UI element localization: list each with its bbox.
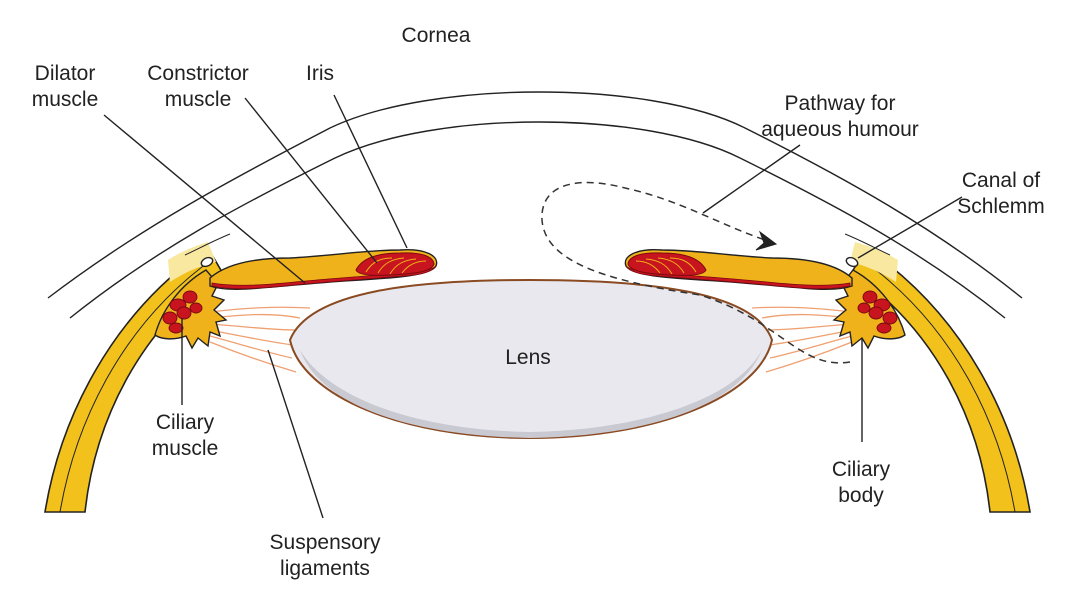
ciliary-muscle-bundle [876, 322, 892, 334]
ligament-fiber [209, 323, 297, 331]
ligament-fiber [209, 335, 293, 359]
constrictor-fiber [635, 260, 661, 274]
ligament-fiber [769, 335, 853, 359]
ciliary-muscle-bundle [168, 322, 184, 334]
dilator-muscle-left [211, 265, 437, 290]
label-canal-line1: Canal of [961, 169, 1041, 192]
leader-line-canal [857, 196, 963, 259]
label-ciliary-body-line2: body [838, 484, 884, 507]
label-ciliary-body: Ciliary body [806, 457, 916, 509]
label-ciliary-muscle-line1: Ciliary [155, 411, 215, 434]
ligament-fiber [765, 323, 853, 331]
ciliary-muscle-bundle [182, 290, 198, 304]
iris-left [209, 249, 438, 291]
ciliary-muscle-right [857, 290, 898, 334]
label-suspensory-ligaments: Suspensory ligaments [250, 530, 400, 582]
sclera-right [850, 242, 1031, 513]
sclera-left-band [59, 257, 215, 513]
ciliary-muscle-left [162, 290, 203, 334]
ciliary-muscle-bundle [857, 302, 871, 314]
ciliary-muscle-bundle [176, 306, 192, 320]
label-constrictor-line1: Constrictor [147, 62, 249, 85]
constrictor-fiber [401, 260, 427, 274]
ciliary-muscle-bundle [862, 290, 878, 304]
constrictor-fiber [389, 258, 417, 275]
ciliary-muscle-bundle [162, 311, 178, 325]
label-iris: Iris [295, 61, 345, 87]
leader-line-constrictor [244, 97, 378, 264]
label-lens-text: Lens [505, 346, 551, 369]
sclera-right-band [859, 257, 1016, 513]
ligament-fiber [751, 306, 853, 313]
ciliary-body-left [154, 269, 228, 350]
cornea-outer-line [47, 91, 1023, 299]
label-ciliary-muscle-line2: muscle [151, 437, 219, 460]
constrictor-muscle-right-fibers [635, 257, 697, 275]
ligament-fiber [765, 341, 853, 373]
ciliary-muscle-bundle [189, 302, 203, 314]
constrictor-fiber [657, 257, 685, 274]
ligament-fiber [209, 341, 297, 373]
label-dilator-muscle: Dilator muscle [10, 61, 120, 113]
canal-of-schlemm-left [200, 256, 214, 268]
constrictor-fiber [645, 258, 673, 275]
sclera-left-highlight [168, 242, 216, 282]
constrictor-muscle-left [355, 252, 435, 276]
dashed-arrow-icon [755, 230, 778, 251]
label-iris-text: Iris [306, 62, 334, 85]
label-dilator-line1: Dilator [34, 62, 96, 85]
label-pathway-line1: Pathway for [784, 92, 896, 115]
aqueous-humour-pathway [541, 181, 851, 364]
label-canal-of-schlemm: Canal of Schlemm [942, 168, 1060, 220]
ligament-fiber [209, 329, 294, 346]
leader-line-dilator [103, 114, 306, 284]
constrictor-muscle-right [627, 252, 707, 276]
label-suspensory-line1: Suspensory [269, 531, 381, 554]
leader-lines [103, 94, 963, 519]
label-ciliary-muscle: Ciliary muscle [130, 410, 240, 462]
label-cornea: Cornea [386, 23, 486, 49]
ligament-fiber [209, 306, 311, 313]
constrictor-muscle-left-fibers [365, 257, 427, 275]
label-constrictor-line2: muscle [164, 88, 232, 111]
lens [288, 278, 774, 440]
ciliary-muscle-bundle [882, 311, 898, 325]
dilator-muscle-right [625, 265, 851, 290]
label-ciliary-body-line1: Ciliary [831, 458, 891, 481]
label-cornea-text: Cornea [401, 24, 471, 47]
iris-right [624, 249, 853, 291]
ciliary-muscle-bundle [868, 306, 884, 320]
constrictor-fiber [365, 257, 393, 273]
label-constrictor-muscle: Constrictor muscle [128, 61, 268, 113]
constrictor-fiber [377, 257, 405, 274]
canal-of-schlemm-right [845, 256, 859, 268]
cornea-inner-line [69, 121, 1006, 319]
leader-line-iris [333, 94, 408, 249]
label-lens: Lens [480, 345, 576, 371]
cornea-band-left [184, 233, 231, 256]
label-dilator-line2: muscle [31, 88, 99, 111]
cornea-band-right [844, 233, 891, 256]
constrictor-fiber [669, 257, 697, 273]
sclera-right-highlight [850, 242, 898, 282]
label-pathway: Pathway for aqueous humour [740, 91, 940, 143]
sclera-left [44, 242, 224, 513]
label-canal-line2: Schlemm [957, 195, 1045, 218]
label-suspensory-line2: ligaments [280, 557, 370, 580]
label-pathway-line2: aqueous humour [761, 118, 919, 141]
cornea [47, 91, 1023, 319]
leader-line-pathway [702, 144, 801, 214]
ciliary-body-right [832, 269, 906, 350]
leader-line-suspensory [267, 349, 324, 519]
